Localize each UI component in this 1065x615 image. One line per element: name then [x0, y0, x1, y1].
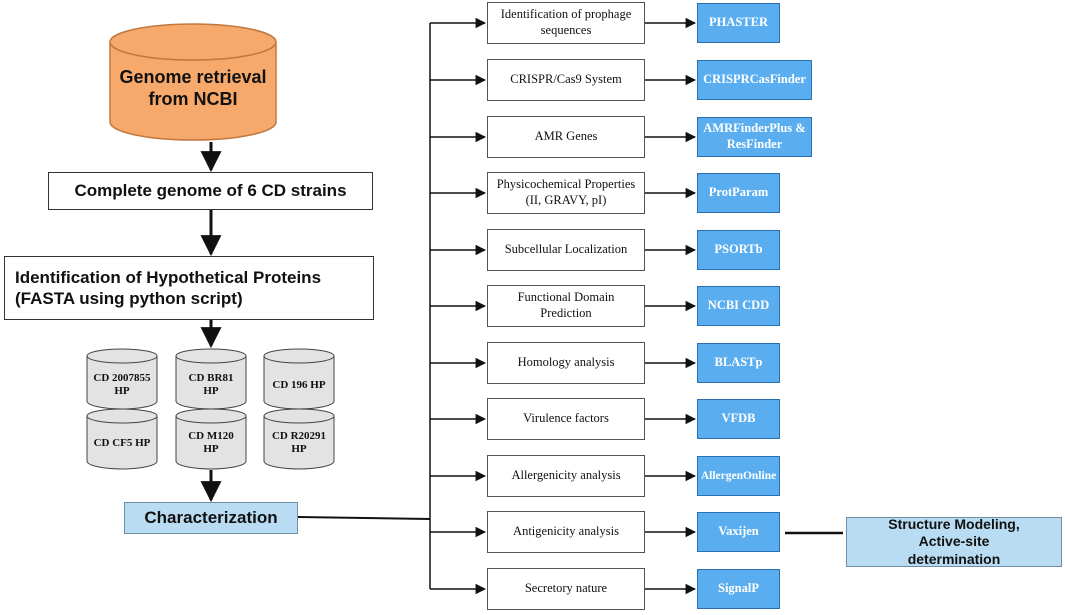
step-box: Antigenicity analysis: [487, 511, 645, 553]
genome-retrieval-label: Genome retrieval from NCBI: [119, 66, 267, 110]
identification-line2: (FASTA using python script): [15, 289, 243, 308]
tool-box: SignalP: [697, 569, 780, 609]
step-box: Virulence factors: [487, 398, 645, 440]
tool-box: PSORTb: [697, 230, 780, 270]
strain-cylinder: [175, 408, 247, 470]
step-box: Allergenicity analysis: [487, 455, 645, 497]
identification-line1: Identification of Hypothetical Proteins: [15, 267, 322, 287]
strain-cylinder: [263, 348, 335, 410]
strain-cylinder: [86, 348, 158, 410]
strain-cylinder: [175, 348, 247, 410]
tool-box: BLASTp: [697, 343, 780, 383]
tool-box: Vaxijen: [697, 512, 780, 552]
tool-box: ProtParam: [697, 173, 780, 213]
step-box: Homology analysis: [487, 342, 645, 384]
strain-label: CD BR81 HP: [188, 372, 234, 397]
strain-label: CD 196 HP: [272, 378, 326, 391]
genome-retrieval-cylinder: [109, 23, 277, 141]
tool-box: AllergenOnline: [697, 456, 780, 496]
tool-box: VFDB: [697, 399, 780, 439]
strain-label: CD R20291 HP: [271, 430, 327, 455]
step-box: Physicochemical Properties (II, GRAVY, p…: [487, 172, 645, 214]
step-box: Subcellular Localization: [487, 229, 645, 271]
step-box: CRISPR/Cas9 System: [487, 59, 645, 101]
characterization-box: Characterization: [124, 502, 298, 534]
tool-box: NCBI CDD: [697, 286, 780, 326]
step-box: AMR Genes: [487, 116, 645, 158]
identification-box: Identification of Hypothetical Proteins …: [4, 256, 374, 320]
strain-cylinder: [263, 408, 335, 470]
step-box: Identification of prophage sequences: [487, 2, 645, 44]
strain-label: CD 2007855 HP: [93, 372, 151, 397]
strain-cylinder: [86, 408, 158, 470]
line-characterization-to-spine: [297, 516, 431, 520]
structure-modeling-box: Structure Modeling, Active-site determin…: [846, 516, 1062, 567]
step-box: Secretory nature: [487, 568, 645, 610]
complete-genome-box: Complete genome of 6 CD strains: [48, 172, 373, 210]
step-box: Functional Domain Prediction: [487, 285, 645, 327]
tool-box: AMRFinderPlus & ResFinder: [697, 117, 812, 157]
strain-label: CD CF5 HP: [93, 436, 151, 449]
tool-box: CRISPRCasFinder: [697, 60, 812, 100]
strain-label: CD M120 HP: [188, 430, 234, 455]
tool-box: PHASTER: [697, 3, 780, 43]
